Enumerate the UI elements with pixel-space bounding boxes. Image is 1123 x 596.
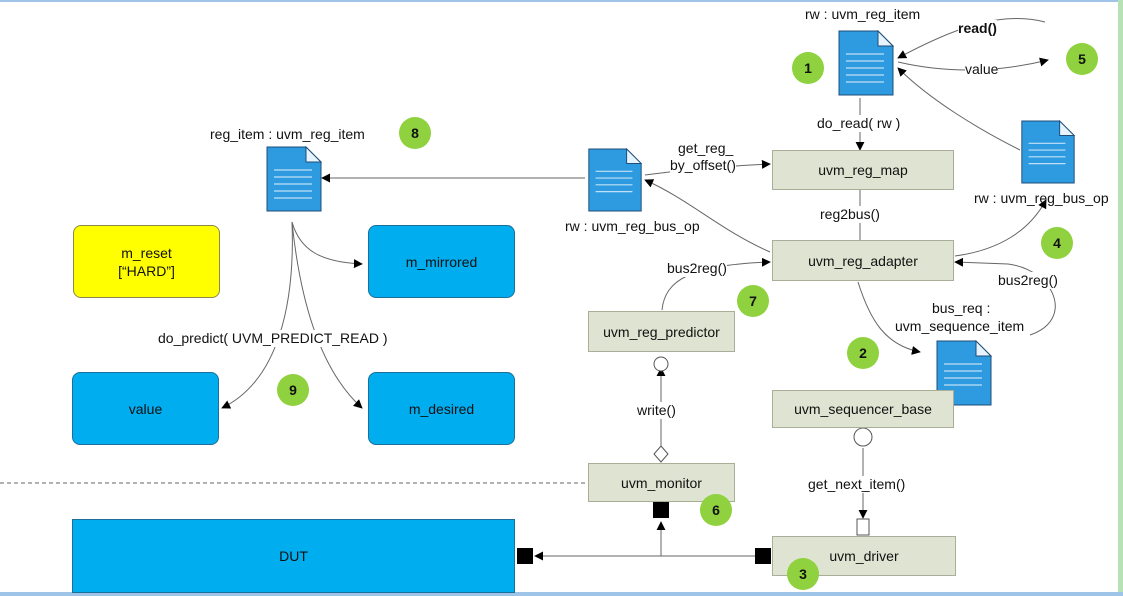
- value-return-label: value: [965, 61, 999, 78]
- step-badge-2: 2: [847, 337, 879, 369]
- fanout-mirrored: [291, 221, 363, 269]
- step-badge-8: 8: [399, 117, 431, 149]
- adapter-to-busop-arrow: [954, 199, 1047, 257]
- predictor-export-circle: [653, 356, 669, 372]
- get-next-item-label: get_next_item(): [808, 476, 906, 493]
- bus2reg-left-label: bus2reg(): [667, 260, 727, 277]
- by-offset-label: by_offset(): [670, 157, 736, 174]
- left-bus-op-label: rw : uvm_reg_bus_op: [565, 218, 700, 234]
- frame-bottom-border: [0, 592, 1123, 596]
- step-badge-9: 9: [277, 374, 309, 406]
- m-reset-box[interactable]: m_reset [“HARD”]: [73, 225, 220, 298]
- frame-top-border: [0, 0, 1123, 2]
- dut-box[interactable]: DUT: [72, 519, 515, 593]
- right-bus-op-document-icon: [1021, 120, 1076, 184]
- m-desired-box[interactable]: m_desired: [368, 372, 515, 445]
- bus2reg-right-label: bus2reg(): [998, 272, 1058, 289]
- fanout-desired: [291, 221, 363, 409]
- reg-item-document-icon: [266, 146, 322, 212]
- monitor-port-diamond: [653, 445, 669, 463]
- reg-predictor-box[interactable]: uvm_reg_predictor: [588, 311, 735, 352]
- reg-item-label: reg_item : uvm_reg_item: [210, 126, 365, 142]
- rw-item-label: rw : uvm_reg_item: [805, 6, 921, 22]
- frame-right-border: [1118, 0, 1123, 596]
- write-label: write(): [637, 402, 676, 419]
- step-badge-7: 7: [737, 285, 769, 317]
- right-bus-op-label: rw : uvm_reg_bus_op: [974, 190, 1109, 206]
- reg2bus-label: reg2bus(): [820, 206, 880, 223]
- read-call-label: read(): [958, 20, 997, 37]
- value-box[interactable]: value: [72, 372, 219, 445]
- get-reg-label: get_reg_: [678, 140, 734, 157]
- monitor-bus-port: [653, 502, 669, 518]
- step-badge-6: 6: [700, 494, 732, 526]
- m-mirrored-box[interactable]: m_mirrored: [368, 225, 515, 298]
- driver-bus-port: [755, 548, 771, 564]
- reg-map-box[interactable]: uvm_reg_map: [772, 150, 954, 190]
- m-reset-kind-label: [“HARD”]: [118, 262, 175, 279]
- m-reset-label: m_reset: [121, 244, 172, 261]
- bus-req-label: bus_req :: [932, 300, 991, 316]
- step-badge-3: 3: [787, 558, 819, 590]
- do-predict-label: do_predict( UVM_PREDICT_READ ): [158, 330, 388, 347]
- bus-op-to-item-arrow: [897, 67, 1021, 151]
- left-bus-op-document-icon: [588, 148, 643, 212]
- driver-port-square: [856, 518, 870, 536]
- dut-bus-port: [517, 548, 533, 564]
- do-read-label: do_read( rw ): [817, 115, 901, 132]
- step-badge-4: 4: [1041, 227, 1073, 259]
- sequencer-export-circle: [853, 427, 873, 447]
- step-badge-1: 1: [792, 52, 824, 84]
- step-badge-5: 5: [1066, 43, 1098, 75]
- adapter-to-seq-item-arrow: [857, 281, 921, 355]
- sequencer-box[interactable]: uvm_sequencer_base: [772, 390, 954, 428]
- rw-item-document-icon: [838, 30, 894, 96]
- reg-adapter-box[interactable]: uvm_reg_adapter: [772, 240, 954, 281]
- sequence-item-document-icon: [936, 340, 992, 406]
- sequence-item-label: uvm_sequence_item: [895, 318, 1025, 334]
- adapter-to-left-busop-arrow: [644, 179, 771, 253]
- bus2reg-right-arrow: [954, 257, 1056, 336]
